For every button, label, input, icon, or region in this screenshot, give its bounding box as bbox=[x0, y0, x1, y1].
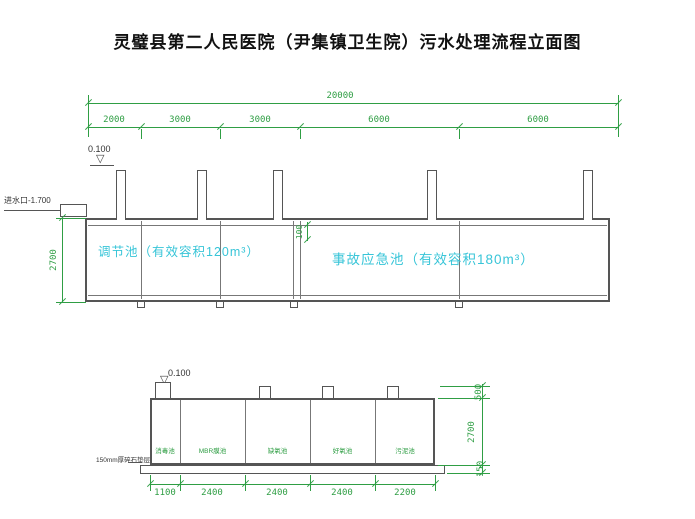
elevation-base-line bbox=[90, 165, 114, 166]
tank1-label: 调节池（有效容积120m³） bbox=[98, 245, 260, 259]
dim-label-width: 2400 bbox=[331, 488, 353, 498]
tank-foot bbox=[216, 301, 224, 308]
tank-foot bbox=[290, 301, 298, 308]
dim-label-width: 2200 bbox=[394, 488, 416, 498]
vent-pipe bbox=[583, 170, 593, 220]
dim-label-width: 2400 bbox=[266, 488, 288, 498]
elevation-triangle-icon: ▽ bbox=[96, 153, 105, 165]
dim-line-wall bbox=[307, 222, 308, 241]
base-slab bbox=[140, 465, 445, 474]
tank-divider bbox=[459, 221, 460, 299]
tank-outline bbox=[85, 218, 610, 302]
dim-line-height bbox=[62, 218, 63, 302]
compartment-divider bbox=[180, 400, 181, 463]
extension-line bbox=[459, 129, 460, 139]
extension-line bbox=[300, 129, 301, 139]
dim-label-height: 2700 bbox=[49, 249, 59, 271]
compartment-divider bbox=[375, 400, 376, 463]
dim-label-height: 150 bbox=[476, 460, 486, 478]
vent-box bbox=[387, 386, 399, 400]
tank-top-slab-line bbox=[88, 225, 607, 226]
vent-pipe bbox=[427, 170, 437, 220]
tank-foot bbox=[137, 301, 145, 308]
extension-line bbox=[618, 95, 619, 137]
dim-label-width: 1100 bbox=[154, 488, 176, 498]
dim-line-total bbox=[88, 103, 618, 104]
extension-line bbox=[438, 465, 490, 466]
tank-divider bbox=[141, 221, 142, 299]
dim-line-widths bbox=[150, 484, 435, 485]
base-note-leader bbox=[128, 462, 142, 463]
process-tank-outline bbox=[150, 398, 435, 465]
tank-foot bbox=[455, 301, 463, 308]
extension-line bbox=[56, 218, 86, 219]
compartment-label: 污泥池 bbox=[395, 448, 415, 455]
extension-line bbox=[447, 473, 490, 474]
elevation-label: 0.100 bbox=[168, 368, 191, 378]
dim-label-wall: 100 bbox=[295, 224, 304, 240]
tank-bottom-slab-line bbox=[88, 295, 607, 296]
tank2-label: 事故应急池（有效容积180m³） bbox=[332, 252, 535, 267]
vent-pipe bbox=[197, 170, 207, 220]
elevation-label: 0.100 bbox=[88, 144, 111, 154]
extension-line bbox=[440, 386, 490, 387]
drawing-title: 灵璧县第二人民医院（尹集镇卫生院）污水处理流程立面图 bbox=[113, 33, 582, 52]
tank-wall bbox=[300, 221, 301, 299]
compartment-divider bbox=[310, 400, 311, 463]
dim-label-segment: 3000 bbox=[169, 115, 191, 125]
dim-label-segment: 6000 bbox=[368, 115, 390, 125]
dim-label-segment: 3000 bbox=[249, 115, 271, 125]
dim-line-heights bbox=[482, 384, 483, 474]
inlet-label: 进水口-1.700 bbox=[4, 196, 51, 205]
inlet-leader-line bbox=[4, 210, 62, 211]
inlet-pipe bbox=[60, 204, 87, 217]
dim-label-width: 2400 bbox=[201, 488, 223, 498]
dim-line-segments bbox=[88, 127, 618, 128]
dim-label-height: 2700 bbox=[467, 421, 477, 443]
compartment-divider bbox=[245, 400, 246, 463]
vent-box bbox=[155, 382, 171, 400]
dim-label-height: 500 bbox=[474, 383, 484, 401]
extension-line bbox=[220, 129, 221, 139]
vent-pipe bbox=[273, 170, 283, 220]
compartment-label: 缺氧池 bbox=[267, 448, 288, 455]
dim-label-segment: 2000 bbox=[103, 115, 125, 125]
extension-line bbox=[56, 302, 86, 303]
compartment-label: 消毒池 bbox=[155, 448, 175, 455]
vent-box bbox=[322, 386, 334, 400]
elevation-triangle-icon: ▽ bbox=[160, 374, 169, 386]
base-note: 150mm厚碎石垫层 bbox=[96, 457, 151, 464]
tank-divider bbox=[220, 221, 221, 299]
dim-label-total: 20000 bbox=[326, 91, 354, 101]
extension-line bbox=[88, 95, 89, 137]
vent-box bbox=[259, 386, 271, 400]
compartment-label: MBR膜池 bbox=[198, 448, 227, 455]
tank-wall bbox=[293, 221, 294, 299]
extension-line bbox=[141, 129, 142, 139]
dim-label-segment: 6000 bbox=[527, 115, 549, 125]
compartment-label: 好氧池 bbox=[332, 448, 353, 455]
extension-line bbox=[438, 398, 490, 399]
vent-pipe bbox=[116, 170, 126, 220]
